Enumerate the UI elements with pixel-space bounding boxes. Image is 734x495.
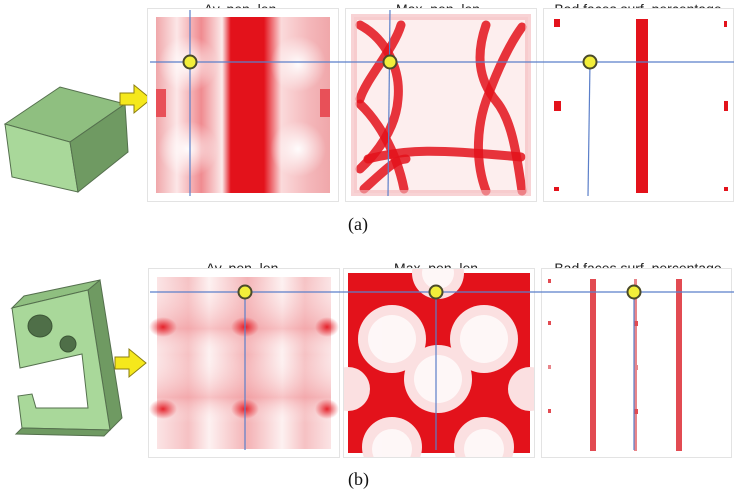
crosshair-vertical-a2 (387, 9, 391, 197)
marker-a1 (182, 54, 198, 70)
bracket-hole-large (27, 314, 53, 338)
marker-b1 (237, 284, 253, 300)
heatmap-max-pen-len-b (343, 268, 535, 458)
crosshair-overlay-b (150, 284, 734, 450)
heatmap-av-pen-len-a (147, 8, 339, 202)
cube-side-face (69, 103, 129, 193)
marker-b2 (428, 284, 444, 300)
marker-b3 (626, 284, 642, 300)
arrow-icon (119, 83, 152, 115)
cube-model (3, 86, 129, 193)
heatmap-av-pen-len-b (148, 268, 340, 458)
crosshair-overlay-a (150, 9, 734, 197)
marker-a2 (382, 54, 398, 70)
bracket-bottom-depth (14, 427, 112, 437)
bracket-model (10, 279, 123, 437)
bracket-hole-small (59, 335, 77, 353)
crosshair-vertical-a3 (587, 61, 591, 197)
caption-b: (b) (348, 469, 369, 489)
marker-a3 (582, 54, 598, 70)
heatmap-bad-faces-b (541, 268, 732, 458)
caption-a: (a) (348, 214, 368, 234)
heatmap-max-pen-len-a (345, 8, 537, 202)
arrow-icon (114, 347, 147, 379)
